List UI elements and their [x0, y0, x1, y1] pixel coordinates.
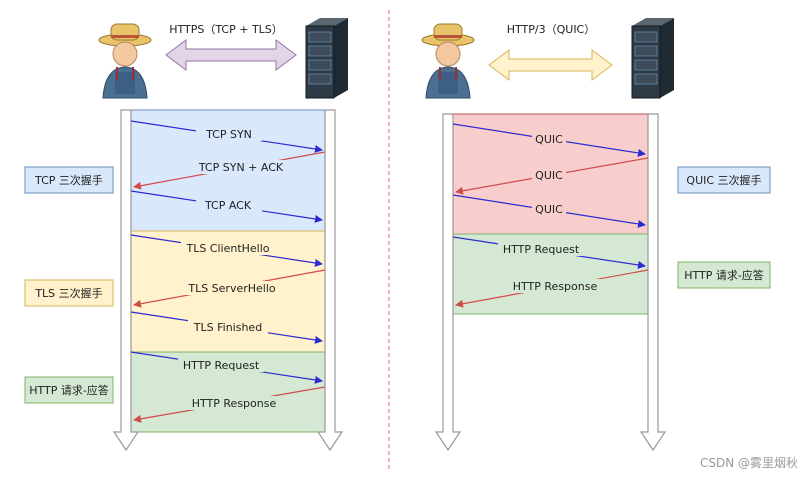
http-phase-label: HTTP 请求-应答: [29, 383, 109, 397]
msg-label: HTTP Request: [503, 243, 580, 256]
tcp-phase-label: TCP 三次握手: [34, 173, 103, 187]
http3-double-arrow: [488, 49, 613, 81]
msg-label: HTTP Response: [192, 397, 277, 410]
tcp-phase-label-box: [24, 166, 114, 194]
client-farmer-icon: [98, 23, 152, 99]
tls-phase-label: TLS 三次握手: [34, 286, 102, 300]
msg-label: TCP SYN + ACK: [198, 161, 284, 174]
quic-phase-label: QUIC 三次握手: [686, 173, 761, 187]
msg-label: QUIC: [535, 169, 563, 182]
tls-phase-label-box: [24, 279, 114, 307]
server-rack-icon: [305, 18, 348, 99]
https-protocol-label: HTTPS（TCP + TLS）: [169, 23, 283, 36]
msg-label: TLS ClientHello: [185, 242, 269, 255]
msg-label: HTTP Request: [183, 359, 260, 372]
https-double-arrow: [165, 39, 297, 71]
msg-label: TLS ServerHello: [187, 282, 276, 295]
server-rack-icon: [631, 18, 674, 99]
client-lifeline: [112, 109, 140, 452]
http-phase-label-box: [24, 376, 114, 404]
https-panel: HTTPS（TCP + TLS） TCP SYN: [24, 18, 348, 452]
client-farmer-icon: [421, 23, 475, 99]
http3-phase-label-box: [677, 261, 771, 289]
quic-phase-label-box: [677, 166, 771, 194]
http3-panel: HTTP/3（QUIC） QUIC QUIC QUIC HTTP: [421, 18, 771, 452]
server-lifeline: [639, 113, 667, 452]
msg-label: TCP ACK: [204, 199, 252, 212]
msg-label: TLS Finished: [193, 321, 262, 334]
http3-protocol-label: HTTP/3（QUIC）: [507, 23, 596, 36]
http3-phase-label: HTTP 请求-应答: [684, 268, 764, 282]
msg-label: QUIC: [535, 133, 563, 146]
msg-label: TCP SYN: [205, 128, 252, 141]
watermark: CSDN @雾里烟秋: [700, 456, 798, 470]
server-lifeline: [316, 109, 344, 452]
msg-label: QUIC: [535, 203, 563, 216]
msg-label: HTTP Response: [513, 280, 598, 293]
client-lifeline: [434, 113, 462, 452]
